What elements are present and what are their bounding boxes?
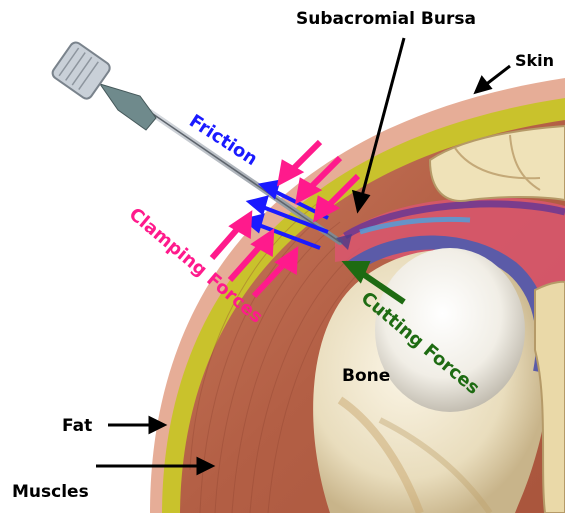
fat-label: Fat <box>62 416 92 436</box>
skin-label: Skin <box>515 51 554 70</box>
muscles-label: Muscles <box>12 482 89 502</box>
bursa-label: Subacromial Bursa <box>296 9 476 29</box>
bone-label: Bone <box>342 366 390 386</box>
syringe-needle <box>50 40 340 242</box>
